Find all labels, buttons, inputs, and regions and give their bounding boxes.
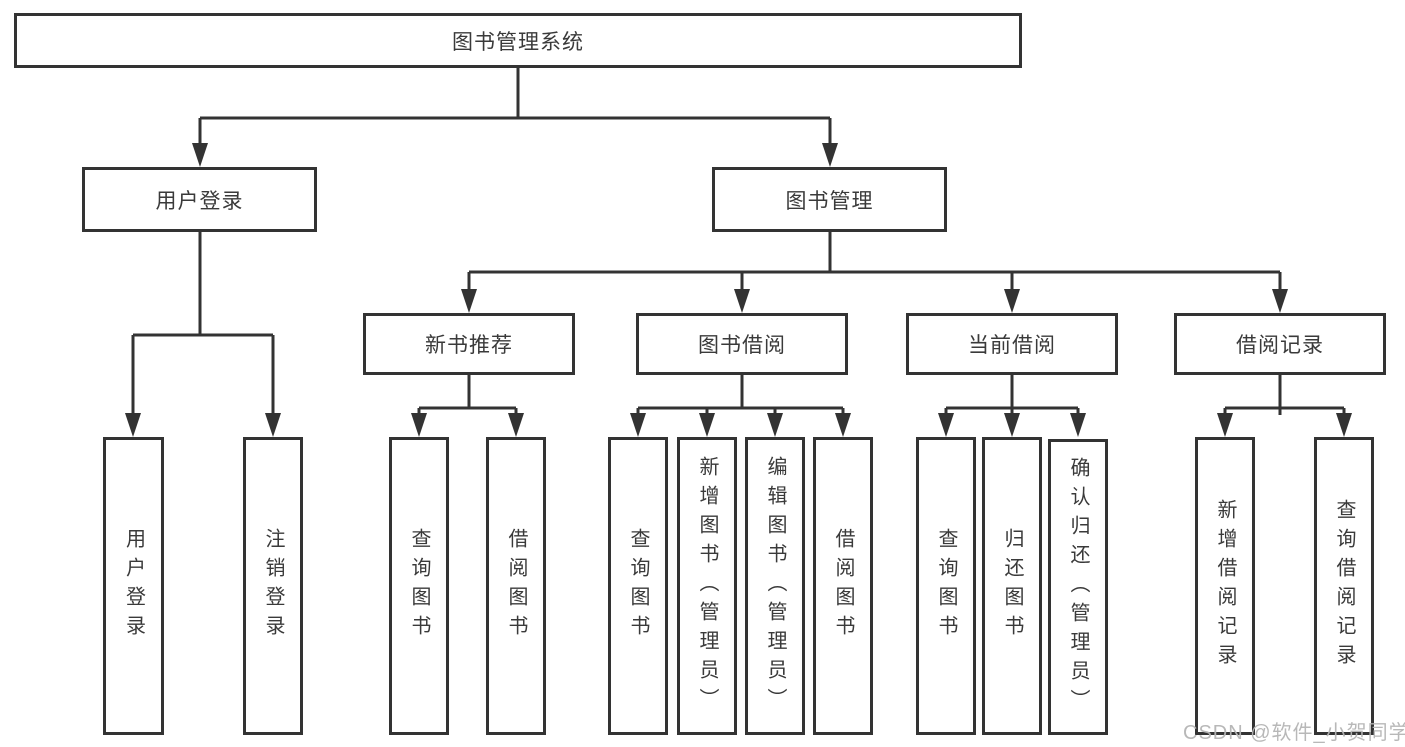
leaf-borrow-books-1: 借阅图书 [486,437,546,735]
leaf-label: 查询图书 [935,528,957,644]
leaf-label: 新增图书（管理员） [696,455,718,717]
arrowhead [822,143,838,167]
arrowhead [630,413,646,437]
arrowheads [125,143,1352,437]
arrowhead [411,413,427,437]
leaf-query-borrow-record: 查询借阅记录 [1314,437,1374,735]
node-root: 图书管理系统 [14,13,1022,68]
arrowhead [1004,413,1020,437]
leaf-query-books-3: 查询图书 [916,437,976,735]
leaf-label: 确认归还（管理员） [1067,456,1089,718]
arrowhead [734,289,750,313]
leaf-label: 查询借阅记录 [1333,499,1355,673]
leaf-edit-book-admin: 编辑图书（管理员） [745,437,805,735]
leaf-label: 用户登录 [122,528,145,644]
leaf-label: 借阅图书 [505,528,527,644]
leaf-label: 注销登录 [262,528,284,644]
leaf-return-book: 归还图书 [982,437,1042,735]
leaf-confirm-return-admin: 确认归还（管理员） [1048,439,1108,735]
arrowhead [1004,289,1020,313]
node-user-login: 用户登录 [82,167,317,232]
arrowhead [1336,413,1352,437]
csdn-watermark: CSDN @软件_小贺同学 [1183,722,1405,744]
arrowhead [767,413,783,437]
leaf-label: 查询图书 [408,528,430,644]
arrowhead [508,413,524,437]
leaf-label: 新增借阅记录 [1214,499,1236,673]
arrowhead [1217,413,1233,437]
node-new-book-recommend: 新书推荐 [363,313,575,375]
arrowhead [125,413,141,437]
leaf-label: 归还图书 [1001,528,1023,644]
leaf-add-borrow-record: 新增借阅记录 [1195,437,1255,735]
arrowhead [461,289,477,313]
leaf-label: 编辑图书（管理员） [764,455,786,717]
node-book-management: 图书管理 [712,167,947,232]
leaf-add-book-admin: 新增图书（管理员） [677,437,737,735]
leaf-query-books-2: 查询图书 [608,437,668,735]
arrowhead [835,413,851,437]
edge-path [131,68,1346,415]
leaf-user-login: 用户登录 [103,437,164,735]
node-current-borrow: 当前借阅 [906,313,1118,375]
arrowhead [1070,413,1086,437]
leaf-label: 查询图书 [627,528,649,644]
node-book-borrow: 图书借阅 [636,313,848,375]
leaf-label: 借阅图书 [832,528,854,644]
leaf-logout: 注销登录 [243,437,303,735]
leaf-borrow-books-2: 借阅图书 [813,437,873,735]
arrowhead [265,413,281,437]
arrowhead [192,143,208,167]
arrowhead [1272,289,1288,313]
arrowhead [699,413,715,437]
node-borrow-records: 借阅记录 [1174,313,1386,375]
leaf-query-books-1: 查询图书 [389,437,449,735]
arrowhead [938,413,954,437]
